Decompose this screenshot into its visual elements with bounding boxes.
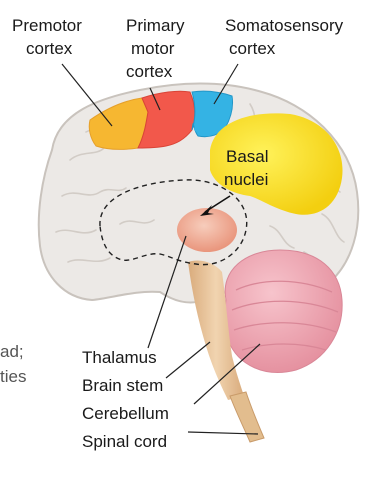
somatosensory-label-line2: cortex <box>229 39 276 58</box>
brain-stem-label: Brain stem <box>82 376 163 395</box>
primary-motor-label-line2: motor <box>131 39 175 58</box>
cutoff-text-line2: ties <box>0 367 26 386</box>
premotor-label-line1: Premotor <box>12 16 82 35</box>
thalamus-label: Thalamus <box>82 348 157 367</box>
basal-nuclei-label-line2: nuclei <box>224 170 268 189</box>
primary-motor-label-line3: cortex <box>126 62 173 81</box>
spinal-cord-region <box>230 392 264 442</box>
cerebellum-label: Cerebellum <box>82 404 169 423</box>
premotor-label-line2: cortex <box>26 39 73 58</box>
spinal-cord-label: Spinal cord <box>82 432 167 451</box>
basal-nuclei-label-line1: Basal <box>226 147 269 166</box>
cerebellum-region <box>225 250 342 372</box>
somatosensory-label-line1: Somatosensory <box>225 16 344 35</box>
primary-motor-label-line1: Primary <box>126 16 185 35</box>
cutoff-text-line1: ad; <box>0 342 24 361</box>
